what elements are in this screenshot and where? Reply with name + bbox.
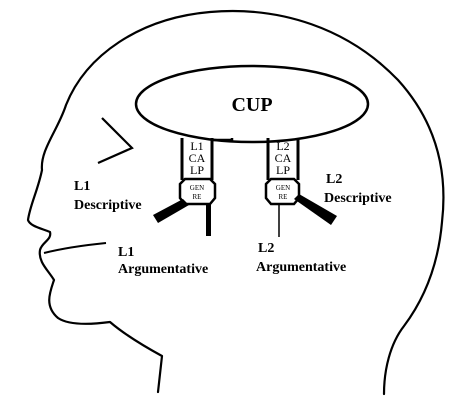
l1-argumentative-label: L1 Argumentative xyxy=(118,245,208,277)
l2-argumentative-label: L2 Argumentative xyxy=(256,241,346,275)
svg-text:Descriptive: Descriptive xyxy=(324,191,392,206)
l2-channel-text: L2 CA LP xyxy=(275,139,292,177)
svg-text:LP: LP xyxy=(276,163,290,177)
l1-argumentative-pipe xyxy=(206,203,211,236)
mouth-line xyxy=(44,243,106,253)
svg-text:LP: LP xyxy=(190,163,204,177)
svg-text:Argumentative: Argumentative xyxy=(118,262,208,277)
l1-genre-line-1: GEN xyxy=(190,184,204,192)
svg-text:L2: L2 xyxy=(258,241,274,256)
svg-text:L1: L1 xyxy=(118,245,134,260)
svg-text:L1: L1 xyxy=(74,179,90,194)
l2-descriptive-label: L2 Descriptive xyxy=(324,172,392,206)
l1-genre-line-2: RE xyxy=(193,193,202,201)
l2-genre-line-2: RE xyxy=(279,193,288,201)
l1-descriptive-label: L1 Descriptive xyxy=(74,179,142,213)
svg-text:L2: L2 xyxy=(326,172,342,187)
svg-text:Descriptive: Descriptive xyxy=(74,198,142,213)
cup-label: CUP xyxy=(231,94,272,116)
l2-genre-line-1: GEN xyxy=(276,184,290,192)
svg-text:Argumentative: Argumentative xyxy=(256,260,346,275)
l1-descriptive-pipe xyxy=(153,199,189,223)
eye-icon xyxy=(98,118,132,163)
l1-channel-text: L1 CA LP xyxy=(189,139,206,177)
